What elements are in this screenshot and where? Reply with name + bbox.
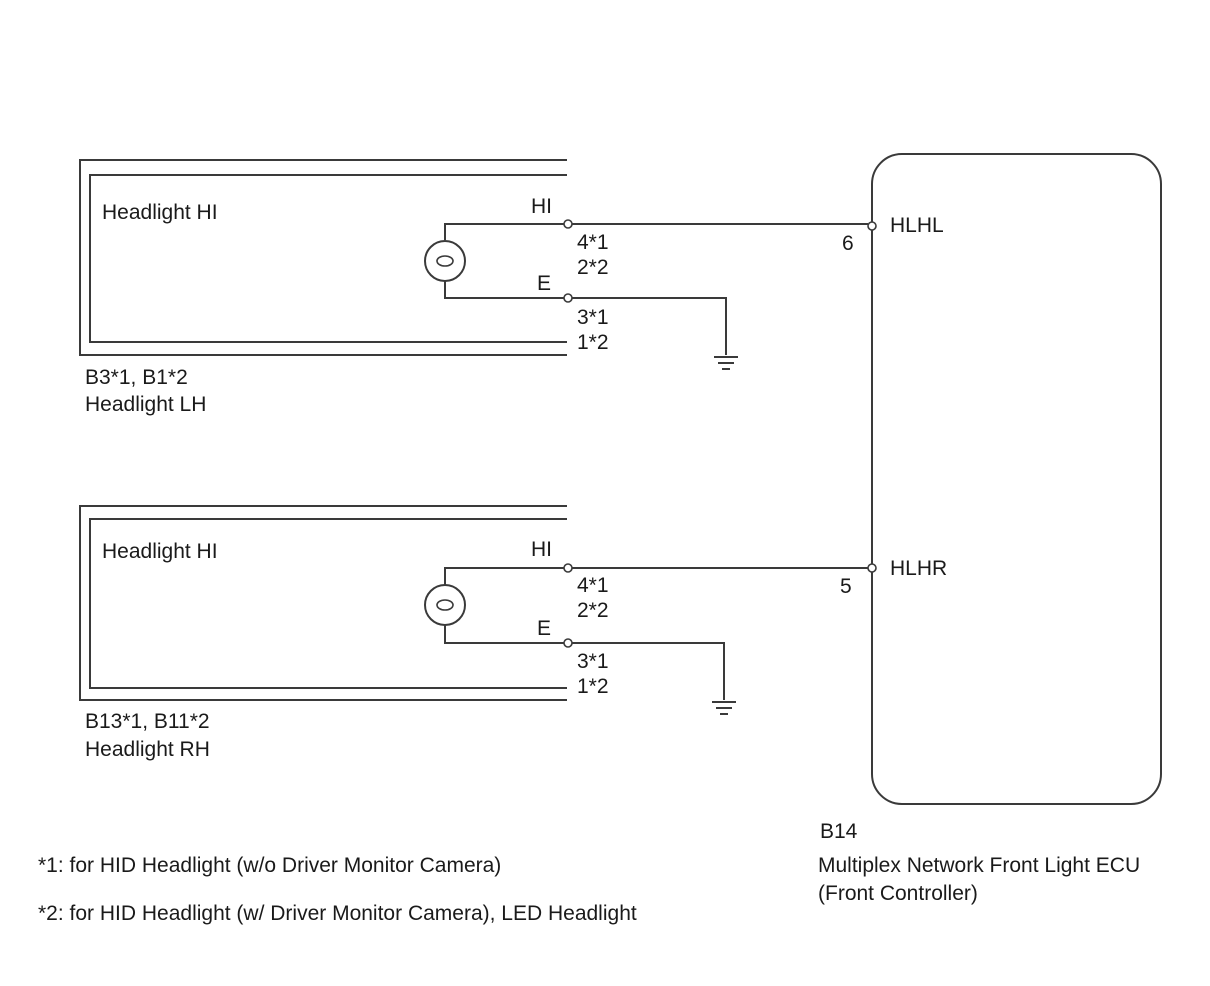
headlight-rh-terminal-e	[563, 638, 573, 648]
headlight-rh-inner-frame	[89, 518, 567, 689]
headlight-rh-pin-e-label: E	[537, 617, 551, 640]
wire-lh-e-to-ground	[572, 297, 727, 355]
headlight-lh-inner-frame	[89, 174, 567, 343]
headlight-lh-connector-label: B3*1, B1*2	[85, 366, 188, 389]
headlight-rh-inner-label: Headlight HI	[102, 540, 218, 563]
headlight-lh-pin-e-num-1: 3*1	[577, 306, 609, 329]
headlight-lh-pin-e-num-2: 1*2	[577, 331, 609, 354]
headlight-rh-pin-e-num-2: 1*2	[577, 675, 609, 698]
ecu-name-line1: Multiplex Network Front Light ECU	[818, 854, 1140, 877]
headlight-lh-name: Headlight LH	[85, 393, 206, 416]
ground-icon	[714, 356, 738, 370]
headlight-lh-bulb-wire	[444, 223, 567, 299]
ecu-terminal-hlhr	[867, 563, 877, 573]
headlight-lh-unit: Headlight HI HI E 4*1 2*2 3*1 1*2 B3*1, …	[79, 159, 609, 416]
ecu-terminal-hlhl-label: HLHL	[890, 214, 944, 237]
headlight-rh-pin-hi-num-2: 2*2	[577, 599, 609, 622]
headlight-rh-bulb-wire	[444, 567, 567, 644]
headlight-lh-housing	[79, 159, 567, 356]
headlight-rh-pin-hi-label: HI	[531, 538, 552, 561]
ecu-terminal-hlhl-pin: 6	[842, 232, 854, 255]
bulb-icon	[424, 240, 466, 282]
headlight-rh-pin-hi-num-1: 4*1	[577, 574, 609, 597]
headlight-lh-pin-e-label: E	[537, 272, 551, 295]
wire-rh-e-to-ground	[572, 642, 725, 700]
headlight-rh-pin-e-num-1: 3*1	[577, 650, 609, 673]
headlight-lh-terminal-hi	[563, 219, 573, 229]
footnote-1: *1: for HID Headlight (w/o Driver Monito…	[38, 854, 501, 877]
headlight-rh-terminal-hi	[563, 563, 573, 573]
ground-icon	[712, 701, 736, 715]
headlight-lh-terminal-e	[563, 293, 573, 303]
bulb-icon	[424, 584, 466, 626]
front-light-ecu: HLHL 6 HLHR 5 B14 Multiplex Network Fron…	[818, 153, 1162, 905]
headlight-lh-pin-hi-num-2: 2*2	[577, 256, 609, 279]
ecu-terminal-hlhr-label: HLHR	[890, 557, 947, 580]
ecu-body	[871, 153, 1162, 805]
footnote-2: *2: for HID Headlight (w/ Driver Monitor…	[38, 902, 637, 925]
headlight-rh-housing	[79, 505, 567, 701]
ecu-terminal-hlhr-pin: 5	[840, 575, 852, 598]
headlight-rh-connector-label: B13*1, B11*2	[85, 710, 210, 733]
ecu-name-line2: (Front Controller)	[818, 882, 978, 905]
headlight-lh-inner-label: Headlight HI	[102, 201, 218, 224]
headlight-lh-pin-hi-num-1: 4*1	[577, 231, 609, 254]
ecu-terminal-hlhl	[867, 221, 877, 231]
headlight-lh-pin-hi-label: HI	[531, 195, 552, 218]
ecu-connector-label: B14	[820, 820, 858, 843]
headlight-rh-name: Headlight RH	[85, 738, 210, 761]
headlight-rh-unit: Headlight HI HI E 4*1 2*2 3*1 1*2 B13*1,…	[79, 505, 609, 761]
